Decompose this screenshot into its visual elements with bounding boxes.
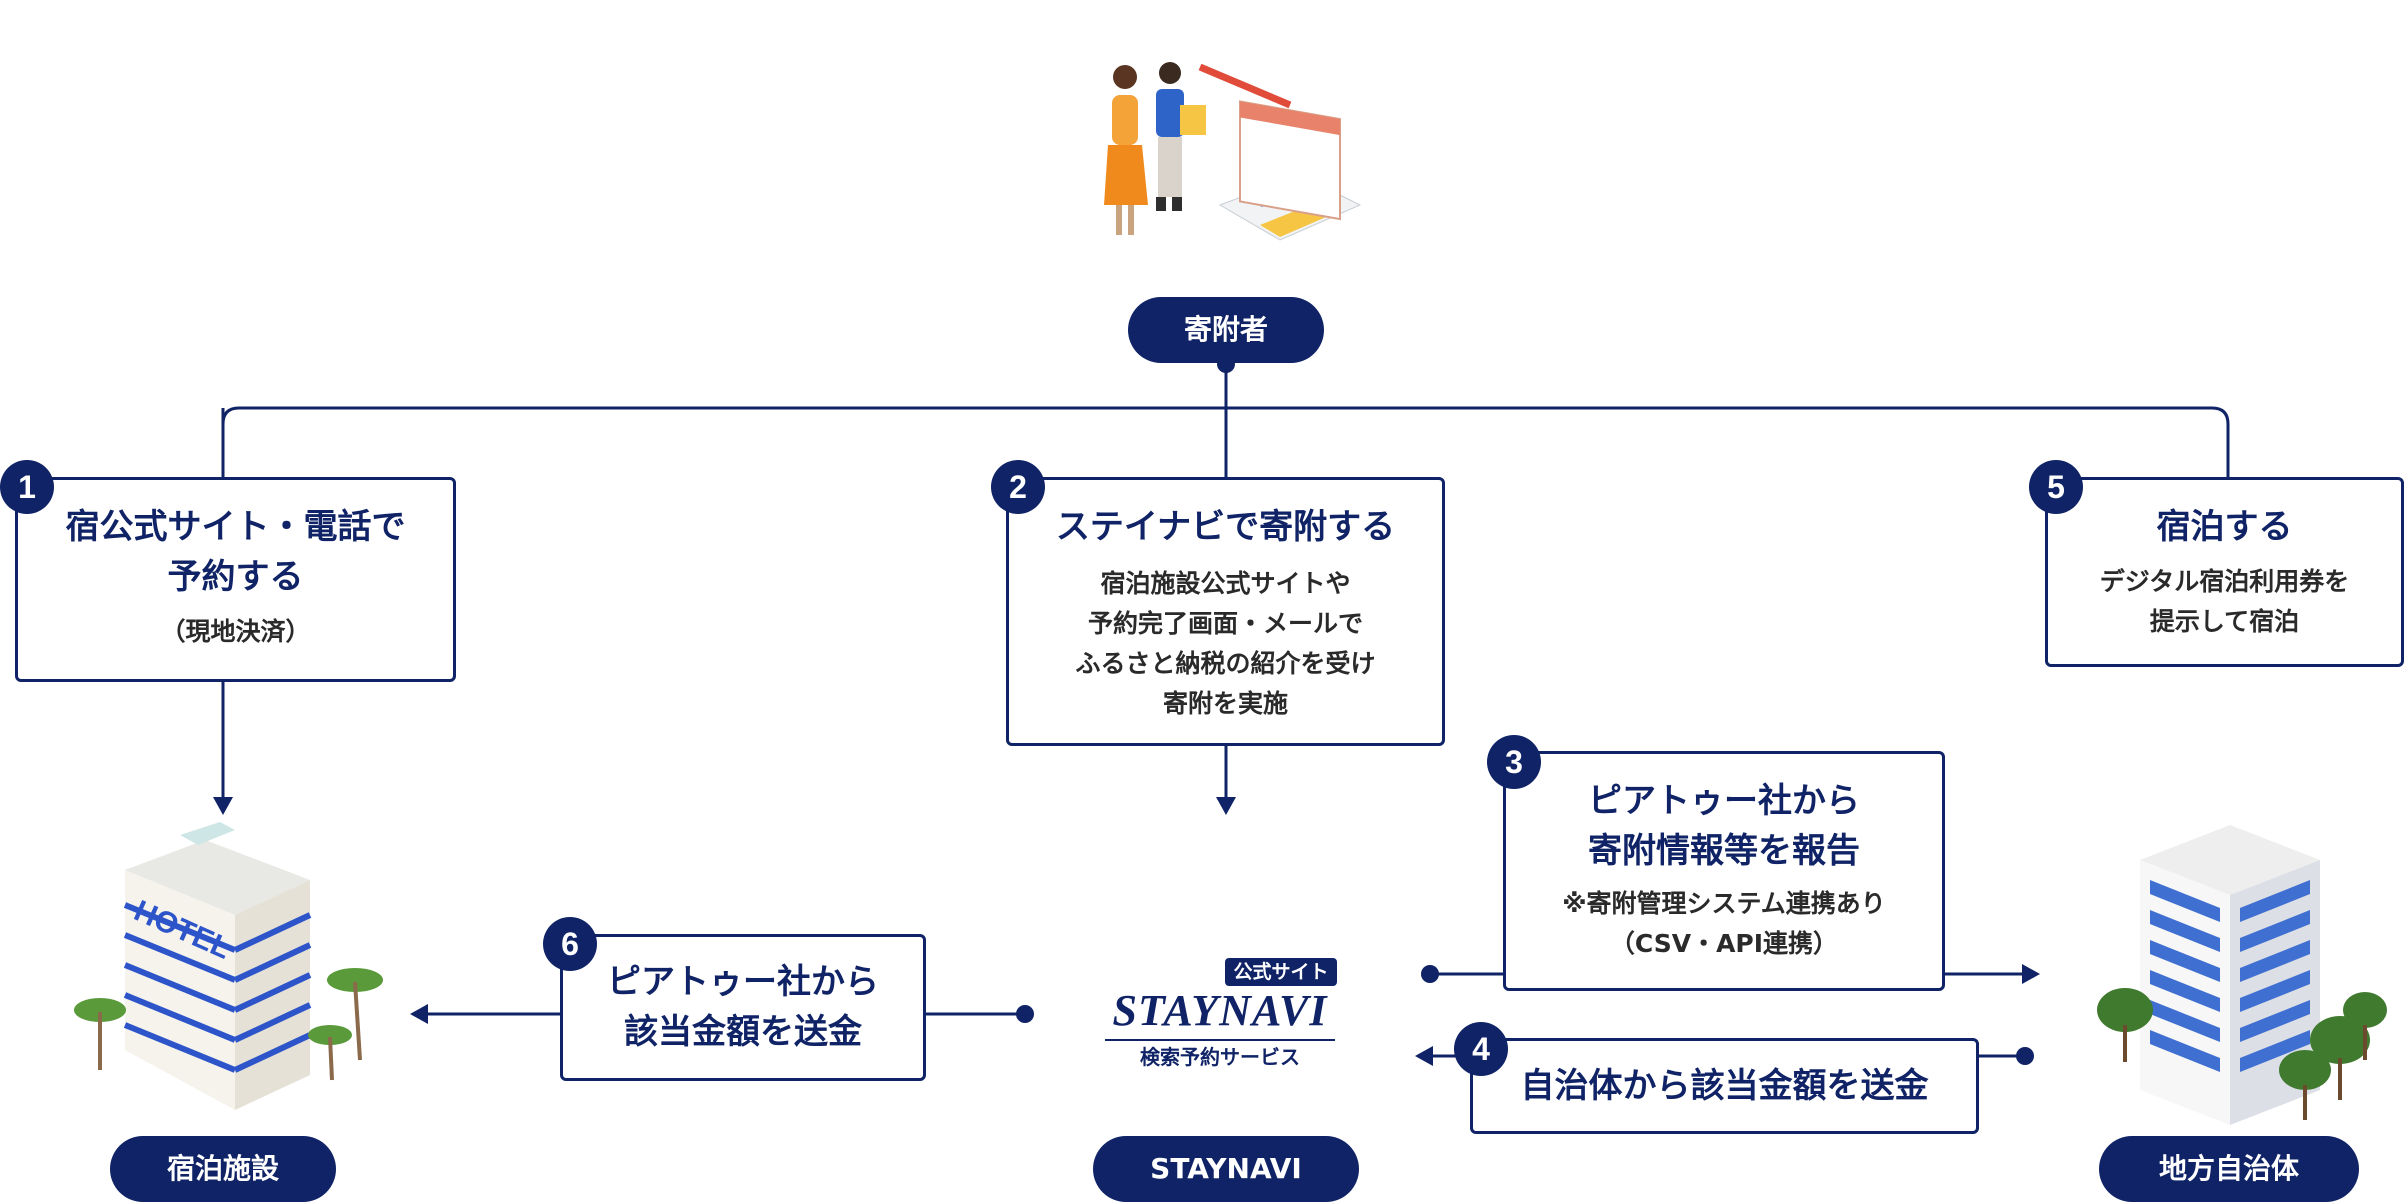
arrow-step3 [2022,964,2040,984]
hotel-building-illustration: HOTEL [74,822,383,1110]
step-2-box: ステイナビで寄附する 宿泊施設公式サイトや 予約完了画面・メールで ふるさと納税… [1006,477,1445,746]
step-1-title-1: 宿公式サイト・電話で [65,507,406,547]
dot-step3 [1421,965,1439,983]
top-bus-line [221,406,2230,477]
step-5-title-1: 宿泊する [2156,507,2293,547]
step-2-body-2: 予約完了画面・メールで [1087,609,1363,638]
donor-illustration [1104,62,1362,241]
step-4-title-1: 自治体から該当金額を送金 [1520,1066,1929,1106]
step-5-body-1: デジタル宿泊利用券を [2099,567,2350,596]
step-4-number: 4 [1454,1022,1508,1076]
logo-badge: 公式サイト [1225,958,1337,986]
step-1-title-2: 予約する [167,557,304,597]
facility-label: 宿泊施設 [110,1136,336,1202]
step-6-title-2: 該当金額を送金 [624,1012,862,1052]
step-2-body-1: 宿泊施設公式サイトや [1100,569,1351,598]
step-4-box: 自治体から該当金額を送金 [1470,1038,1979,1134]
arrow-step4 [1415,1046,1433,1066]
logo-name: STAYNAVI [1112,986,1328,1035]
dot-step6 [1016,1005,1034,1023]
donor-label: 寄附者 [1128,297,1324,363]
staynavi-label: STAYNAVI [1093,1136,1359,1202]
arrow-step2 [1216,797,1236,815]
step-2-title-1: ステイナビで寄附する [1055,507,1396,547]
arrow-step1 [213,797,233,815]
municipality-label: 地方自治体 [2099,1136,2359,1202]
step-5-body-2: 提示して宿泊 [2149,607,2300,636]
step-1-number: 1 [0,460,54,514]
step-3-number: 3 [1487,735,1541,789]
logo-underline [1105,1039,1335,1041]
step-2-number: 2 [991,460,1045,514]
step-6-title-1: ピアトゥー社から [607,962,879,1002]
step-1-box: 宿公式サイト・電話で 予約する （現地決済） [15,477,456,682]
staynavi-logo: 公式サイト STAYNAVI 検索予約サービス [1095,955,1345,1070]
step-2-body-4: 寄附を実施 [1162,689,1288,718]
step-3-box: ピアトゥー社から 寄附情報等を報告 ※寄附管理システム連携あり （CSV・API… [1503,751,1945,991]
step-2-body-3: ふるさと納税の紹介を受け [1075,649,1376,678]
step-3-body-2: （CSV・API連携） [1609,929,1839,958]
step-6-box: ピアトゥー社から 該当金額を送金 [560,934,926,1081]
step-3-body-1: ※寄附管理システム連携あり [1562,889,1886,918]
logo-tagline: 検索予約サービス [1140,1045,1300,1069]
dot-step4 [2016,1047,2034,1065]
step-3-title-2: 寄附情報等を報告 [1588,831,1860,871]
step-5-number: 5 [2029,460,2083,514]
arrow-step6 [410,1004,428,1024]
step-1-body-1: （現地決済） [160,617,311,646]
step-6-number: 6 [543,917,597,971]
step-3-title-1: ピアトゥー社から [1588,781,1860,821]
municipality-building-illustration [2097,825,2387,1125]
step-5-box: 宿泊する デジタル宿泊利用券を 提示して宿泊 [2045,477,2404,667]
